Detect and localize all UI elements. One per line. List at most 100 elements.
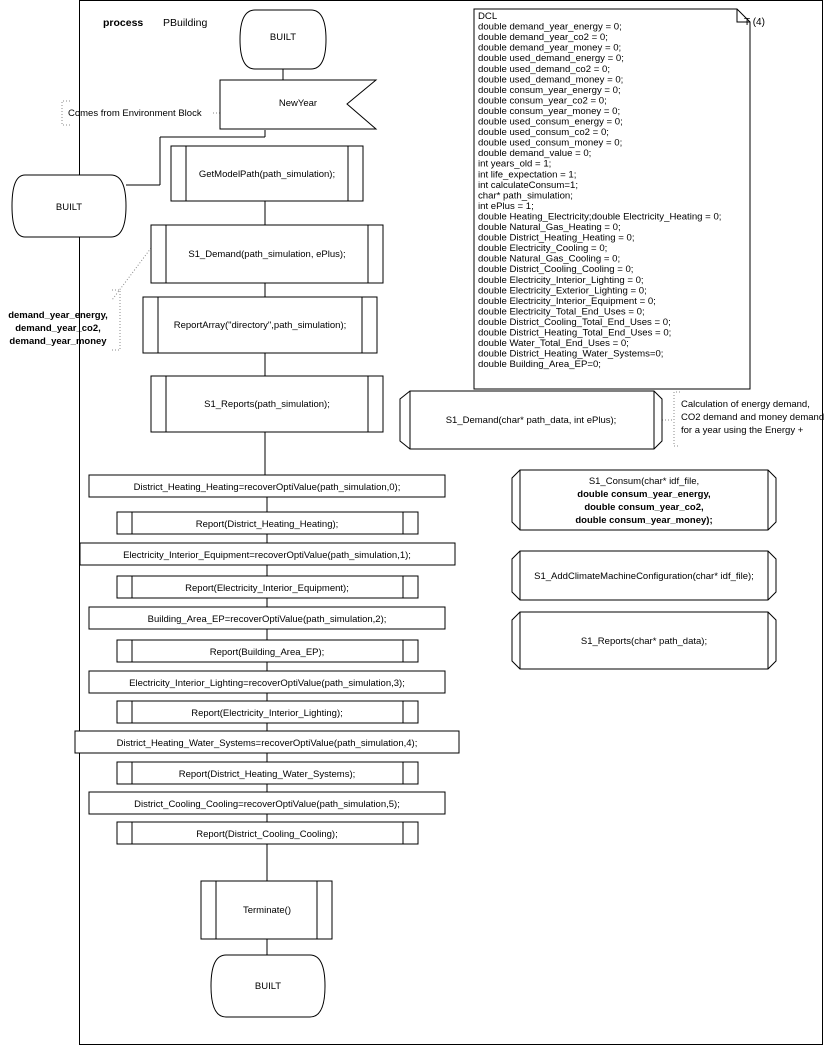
- dcl-line: double Natural_Gas_Cooling = 0;: [478, 254, 620, 265]
- proc-s1-demand[interactable]: S1_Demand(char* path_data, int ePlus);: [399, 390, 663, 450]
- dcl-line: double Electricity_Exterior_Lighting = 0…: [478, 285, 647, 296]
- proc-s1-reports[interactable]: S1_Reports(char* path_data);: [511, 611, 777, 670]
- dcl-line: double consum_year_co2 = 0;: [478, 95, 607, 106]
- dcl-line: int ePlus = 1;: [478, 201, 534, 212]
- dcl-line: double District_Heating_Water_Systems=0;: [478, 349, 663, 360]
- dcl-line: int calculateConsum=1;: [478, 180, 578, 191]
- svg-text:demand_year_money: demand_year_money: [9, 336, 107, 347]
- report-1[interactable]: Report(Electricity_Interior_Equipment);: [116, 575, 419, 599]
- dcl-line: double Natural_Gas_Heating = 0;: [478, 222, 621, 233]
- dcl-line: double District_Cooling_Total_End_Uses =…: [478, 317, 671, 328]
- start-state[interactable]: BUILT: [239, 9, 327, 70]
- end-state[interactable]: BUILT: [210, 954, 326, 1018]
- svg-text:S1_Reports(path_simulation);: S1_Reports(path_simulation);: [204, 399, 330, 410]
- dcl-line: double Electricity_Total_End_Uses = 0;: [478, 306, 645, 317]
- dcl-line: double Electricity_Cooling = 0;: [478, 243, 607, 254]
- svg-text:Report(District_Heating_Water_: Report(District_Heating_Water_Systems);: [179, 769, 356, 780]
- svg-text:S1_Demand(char* path_data, int: S1_Demand(char* path_data, int ePlus);: [446, 415, 617, 426]
- dcl-line: double used_consum_co2 = 0;: [478, 127, 609, 138]
- svg-text:Report(Electricity_Interior_Li: Report(Electricity_Interior_Lighting);: [191, 708, 343, 719]
- dcl-line: double used_demand_money = 0;: [478, 74, 623, 85]
- report-5[interactable]: Report(District_Cooling_Cooling);: [116, 821, 419, 845]
- svg-text:BUILT: BUILT: [56, 202, 82, 213]
- process-name: PBuilding: [163, 17, 208, 29]
- svg-text:demand_year_co2,: demand_year_co2,: [15, 323, 101, 334]
- task-0[interactable]: District_Heating_Heating=recoverOptiValu…: [88, 474, 446, 498]
- svg-text:double consum_year_money);: double consum_year_money);: [575, 515, 712, 526]
- dcl-line: double demand_year_co2 = 0;: [478, 32, 608, 43]
- dcl-line: double demand_year_money = 0;: [478, 43, 621, 54]
- task-2[interactable]: Building_Area_EP=recoverOptiValue(path_s…: [88, 606, 446, 630]
- svg-text:BUILT: BUILT: [255, 981, 281, 992]
- dcl-line: double consum_year_energy = 0;: [478, 85, 621, 96]
- call-get-model-path[interactable]: GetModelPath(path_simulation);: [170, 145, 364, 202]
- call-s1-reports[interactable]: S1_Reports(path_simulation);: [150, 375, 384, 433]
- report-0[interactable]: Report(District_Heating_Heating);: [116, 511, 419, 535]
- task-4[interactable]: District_Heating_Water_Systems=recoverOp…: [74, 730, 460, 754]
- dcl-line: double District_Cooling_Cooling = 0;: [478, 264, 633, 275]
- svg-text:District_Cooling_Cooling=recov: District_Cooling_Cooling=recoverOptiValu…: [134, 799, 400, 810]
- svg-text:Building_Area_EP=recoverOptiVa: Building_Area_EP=recoverOptiValue(path_s…: [148, 614, 387, 625]
- report-2[interactable]: Report(Building_Area_EP);: [116, 639, 419, 663]
- svg-text:double consum_year_co2,: double consum_year_co2,: [584, 502, 703, 513]
- svg-text:for a year using the Energy +: for a year using the Energy +: [681, 425, 804, 436]
- task-3[interactable]: Electricity_Interior_Lighting=recoverOpt…: [88, 670, 446, 694]
- call-report-array[interactable]: ReportArray("directory",path_simulation)…: [142, 296, 378, 354]
- svg-text:Report(District_Heating_Heatin: Report(District_Heating_Heating);: [196, 519, 339, 530]
- demand-output-comment: demand_year_energy, demand_year_co2, dem…: [8, 289, 121, 351]
- dcl-line: DCL: [478, 11, 498, 22]
- svg-text:Report(Electricity_Interior_Eq: Report(Electricity_Interior_Equipment);: [185, 583, 349, 594]
- process-keyword: process: [103, 17, 143, 29]
- proc-add-climate-machine[interactable]: S1_AddClimateMachineConfiguration(char* …: [511, 550, 777, 601]
- demand-description-comment: Calculation of energy demand, CO2 demand…: [673, 391, 824, 447]
- dcl-line: double used_consum_energy = 0;: [478, 117, 623, 128]
- report-4[interactable]: Report(District_Heating_Water_Systems);: [116, 761, 419, 785]
- svg-text:District_Heating_Heating=recov: District_Heating_Heating=recoverOptiValu…: [134, 482, 401, 493]
- call-s1-demand[interactable]: S1_Demand(path_simulation, ePlus);: [150, 224, 384, 284]
- terminate-call[interactable]: Terminate(): [200, 880, 333, 940]
- dcl-line: int life_expectation = 1;: [478, 169, 576, 180]
- svg-text:S1_Reports(char* path_data);: S1_Reports(char* path_data);: [581, 636, 707, 647]
- dcl-line: double demand_value = 0;: [478, 148, 591, 159]
- dcl-line: double Water_Total_End_Uses = 0;: [478, 338, 629, 349]
- newyear-signal-input[interactable]: NewYear: [219, 79, 378, 130]
- side-state[interactable]: BUILT: [11, 174, 127, 238]
- svg-text:S1_Demand(path_simulation, ePl: S1_Demand(path_simulation, ePlus);: [188, 249, 345, 260]
- svg-text:Report(Building_Area_EP);: Report(Building_Area_EP);: [210, 647, 325, 658]
- svg-text:CO2 demand and money demand: CO2 demand and money demand: [681, 412, 824, 423]
- dcl-line: double used_consum_money = 0;: [478, 138, 622, 149]
- dcl-line: char* path_simulation;: [478, 190, 573, 201]
- svg-text:Calculation of energy demand,: Calculation of energy demand,: [681, 399, 810, 410]
- svg-text:Electricity_Interior_Equipment: Electricity_Interior_Equipment=recoverOp…: [123, 550, 411, 561]
- task-5[interactable]: District_Cooling_Cooling=recoverOptiValu…: [88, 791, 446, 815]
- svg-text:BUILT: BUILT: [270, 32, 296, 43]
- dcl-line: double Electricity_Interior_Equipment = …: [478, 296, 656, 307]
- svg-text:Electricity_Interior_Lighting=: Electricity_Interior_Lighting=recoverOpt…: [129, 678, 405, 689]
- svg-text:S1_Consum(char* idf_file,: S1_Consum(char* idf_file,: [589, 476, 699, 487]
- dcl-line: double District_Heating_Heating = 0;: [478, 233, 635, 244]
- dcl-line: double demand_year_energy = 0;: [478, 22, 622, 33]
- environment-comment: Comes from Environment Block: [61, 100, 202, 126]
- signal-label: NewYear: [279, 98, 317, 109]
- dcl-line: double used_demand_energy = 0;: [478, 53, 624, 64]
- proc-s1-consum[interactable]: S1_Consum(char* idf_file, double consum_…: [511, 469, 777, 531]
- comment-connectors: [111, 112, 674, 421]
- svg-text:demand_year_energy,: demand_year_energy,: [8, 310, 108, 321]
- dcl-line: double Electricity_Interior_Lighting = 0…: [478, 275, 644, 286]
- dcl-line: double consum_year_money = 0;: [478, 106, 620, 117]
- report-3[interactable]: Report(Electricity_Interior_Lighting);: [116, 700, 419, 724]
- svg-text:Comes from Environment Block: Comes from Environment Block: [68, 108, 202, 119]
- task-1[interactable]: Electricity_Interior_Equipment=recoverOp…: [79, 542, 456, 566]
- dcl-line: int years_old = 1;: [478, 159, 551, 170]
- dcl-line: double District_Heating_Total_End_Uses =…: [478, 328, 671, 339]
- svg-text:S1_AddClimateMachineConfigurat: S1_AddClimateMachineConfiguration(char* …: [534, 571, 754, 582]
- svg-text:Report(District_Cooling_Coolin: Report(District_Cooling_Cooling);: [196, 829, 338, 840]
- dcl-line: double Heating_Electricity;double Electr…: [478, 211, 721, 222]
- dcl-corner-label: T (4): [744, 17, 765, 28]
- svg-text:Terminate(): Terminate(): [243, 905, 291, 916]
- svg-text:ReportArray("directory",path_s: ReportArray("directory",path_simulation)…: [174, 320, 347, 331]
- svg-text:GetModelPath(path_simulation);: GetModelPath(path_simulation);: [199, 169, 335, 180]
